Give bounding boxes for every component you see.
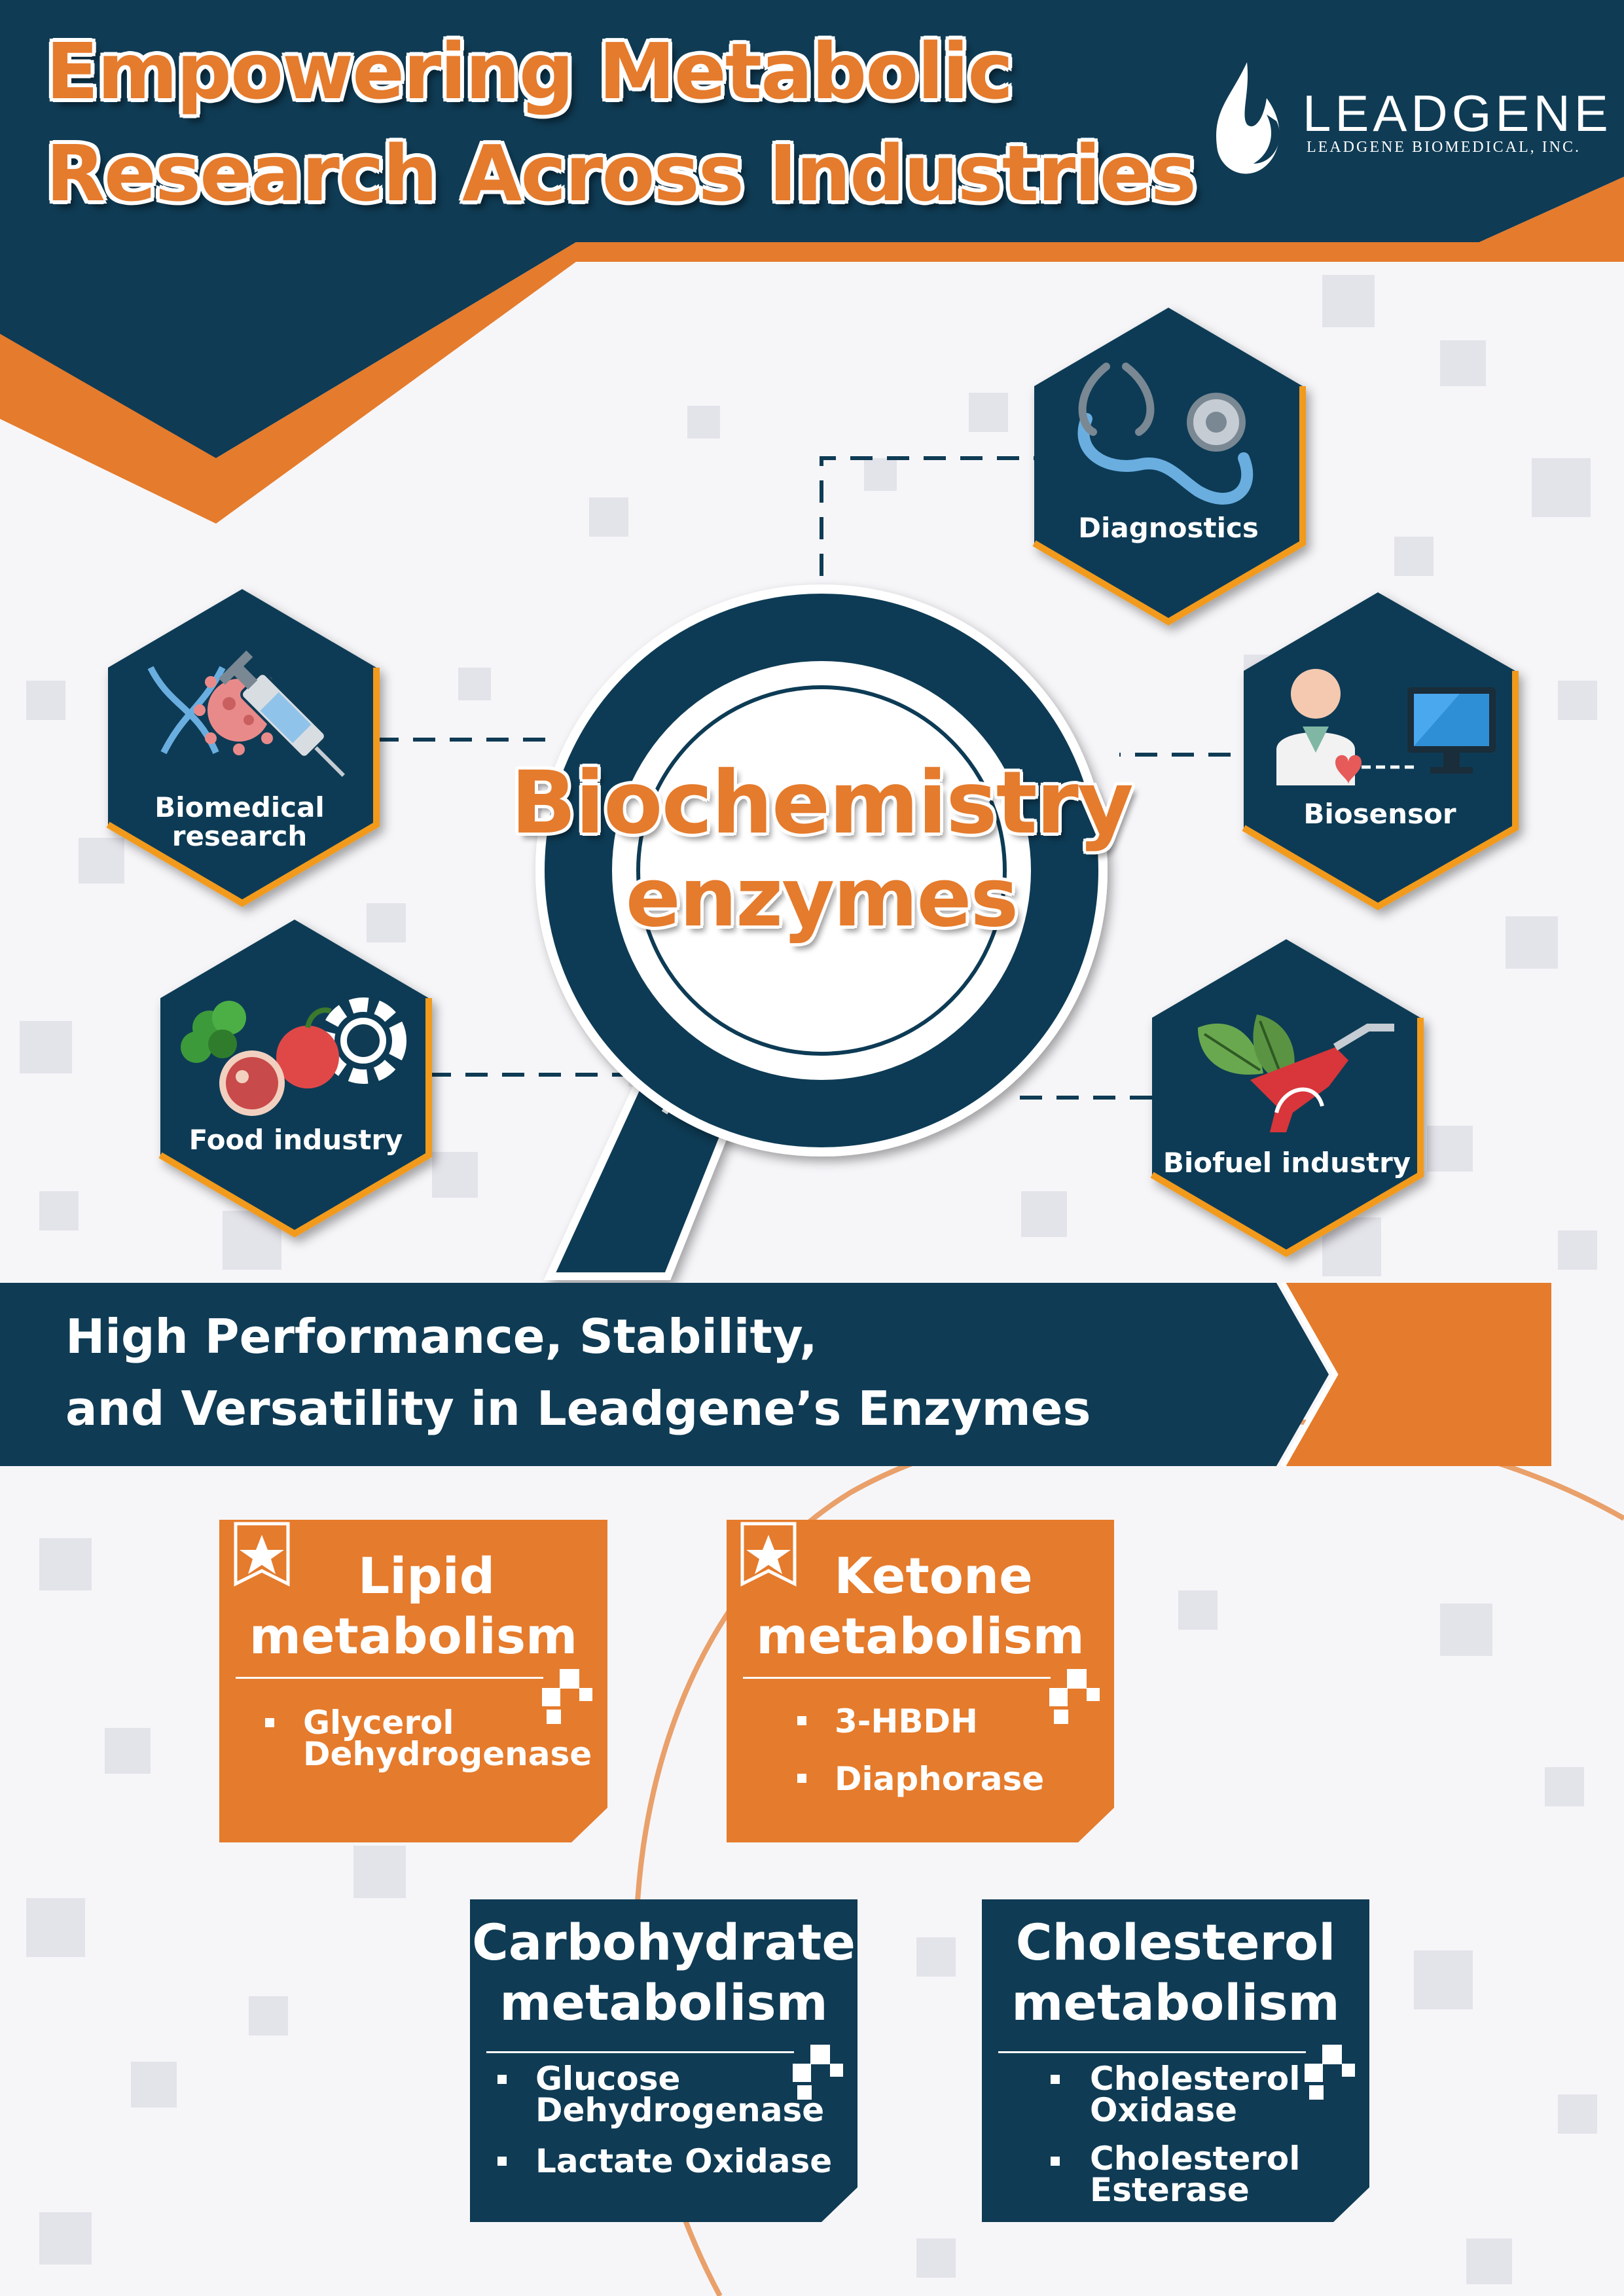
center-title-line-2: enzymes bbox=[625, 851, 1019, 945]
card-lipid-metabolism: Lipid metabolism Glycerol Dehydrogenase bbox=[219, 1520, 607, 1842]
card-item: Cholesterol Oxidase bbox=[1090, 2060, 1301, 2129]
card-title-line-2: metabolism bbox=[249, 1607, 578, 1665]
card-title-line-2: metabolism bbox=[756, 1607, 1085, 1665]
logo-subtitle: LEADGENE BIOMEDICAL, INC. bbox=[1307, 139, 1581, 156]
header-band bbox=[0, 0, 1624, 524]
card-item: Diaphorase bbox=[835, 1760, 1045, 1798]
card-title-line-2: metabolism bbox=[1011, 1973, 1340, 2032]
card-backgrounds bbox=[219, 1520, 1369, 2222]
bullet bbox=[797, 1716, 806, 1725]
doctor-monitor-icon bbox=[1276, 669, 1496, 785]
banner-line-2: and Versatility in Leadgene’s Enzymes bbox=[65, 1381, 1091, 1436]
logo-name: LEADGENE bbox=[1303, 84, 1612, 142]
card-title-line-1: Ketone bbox=[834, 1547, 1033, 1605]
card-item: Glucose Dehydrogenase bbox=[535, 2060, 825, 2129]
performance-banner bbox=[0, 1282, 1551, 1467]
card-title-line-1: Lipid bbox=[357, 1547, 496, 1605]
bullet bbox=[1051, 2157, 1060, 2166]
card-title-line-2: metabolism bbox=[499, 1973, 828, 2032]
leaf-fuel-nozzle-icon bbox=[1198, 1014, 1394, 1132]
star-badge-icon bbox=[234, 1522, 797, 1587]
pixel-decoration-icon bbox=[1067, 1669, 1087, 1689]
pixel-decoration-icon bbox=[560, 1669, 579, 1689]
bullet bbox=[1051, 2075, 1060, 2084]
bullet bbox=[497, 2075, 507, 2084]
bullet bbox=[497, 2157, 507, 2166]
card-cholesterol-metabolism: Cholesterol metabolism Cholesterol Oxida… bbox=[982, 1899, 1369, 2222]
banner-line-1: High Performance, Stability, bbox=[65, 1309, 818, 1364]
industry-biomedical-label: Biomedical research bbox=[154, 791, 325, 852]
page-title-line-2: Research Across Industries bbox=[46, 128, 1197, 219]
card-item: 3-HBDH bbox=[835, 1702, 978, 1740]
magnifier-lens bbox=[535, 584, 1108, 1157]
card-title-line-1: Carbohydrate bbox=[472, 1913, 856, 1971]
industry-food-label: Food industry bbox=[189, 1124, 403, 1156]
card-carbohydrate-metabolism: Carbohydrate metabolism Glucose Dehydrog… bbox=[470, 1899, 857, 2222]
card-divider bbox=[743, 1677, 1051, 1679]
bullet bbox=[265, 1718, 274, 1727]
industry-biosensor-label: Biosensor bbox=[1303, 798, 1456, 830]
stethoscope-icon bbox=[1077, 363, 1254, 505]
card-item: Lactate Oxidase bbox=[535, 2142, 833, 2180]
industry-diagnostics-label: Diagnostics bbox=[1078, 512, 1259, 544]
card-ketone-metabolism: Ketone metabolism 3-HBDH Diaphorase bbox=[727, 1520, 1114, 1842]
food-gear-icon bbox=[181, 997, 406, 1116]
leadgene-flame-icon bbox=[1216, 62, 1280, 174]
card-item: Cholesterol Esterase bbox=[1090, 2140, 1301, 2209]
bullet bbox=[797, 1774, 806, 1783]
card-item: Glycerol Dehydrogenase bbox=[303, 1704, 592, 1773]
connector-lines bbox=[376, 456, 1231, 1100]
industry-biofuel-label: Biofuel industry bbox=[1163, 1147, 1411, 1179]
center-title-line-1: Biochemistry bbox=[511, 753, 1134, 853]
card-divider bbox=[998, 2051, 1306, 2053]
dna-virus-syringe-icon bbox=[147, 650, 345, 777]
card-divider bbox=[236, 1677, 543, 1679]
pixel-decoration-icon bbox=[810, 2045, 830, 2064]
pixel-decoration-icon bbox=[1322, 2045, 1342, 2064]
card-divider bbox=[486, 2051, 794, 2053]
page-title-line-1: Empowering Metabolic bbox=[46, 26, 1013, 117]
card-title-line-1: Cholesterol bbox=[1015, 1913, 1336, 1971]
